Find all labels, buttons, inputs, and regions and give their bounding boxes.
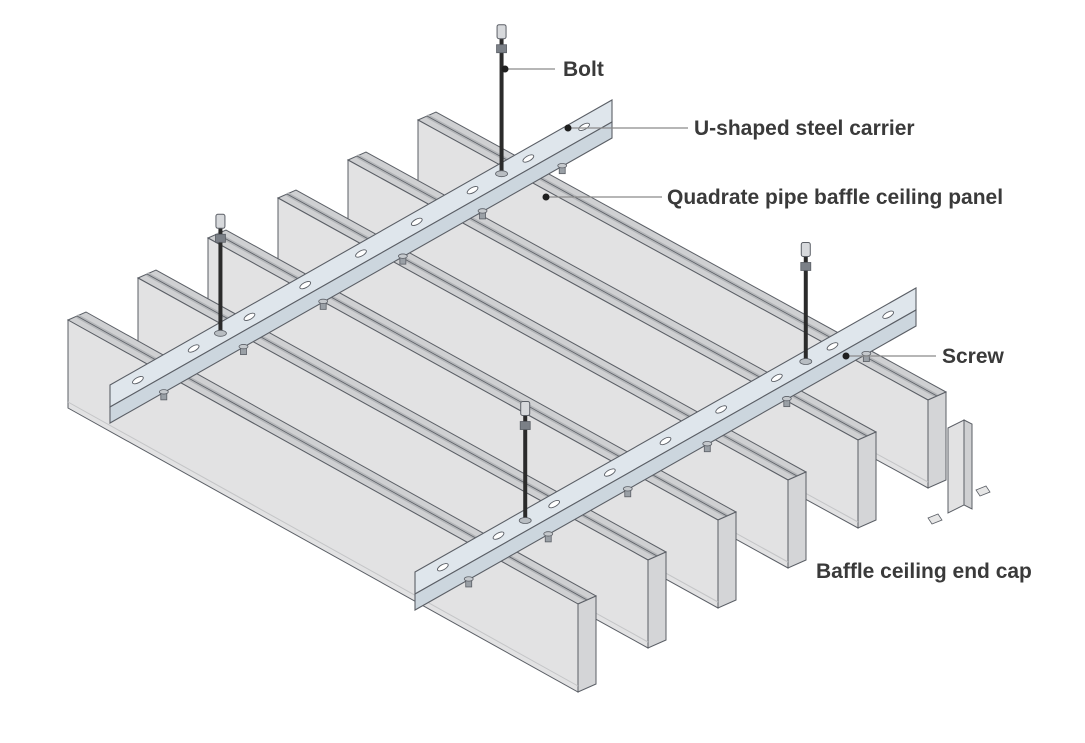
carrier-slot (436, 563, 449, 572)
panel-end-face (787, 471, 807, 569)
u-steel-carrier (414, 287, 917, 611)
carrier-slot (187, 344, 200, 353)
screw-head (477, 208, 488, 214)
bolt-washer (518, 517, 532, 524)
panel-lip-line (67, 401, 579, 687)
screw-head (158, 389, 169, 395)
carrier-label: U-shaped steel carrier (694, 117, 915, 140)
bolt-washer (495, 170, 508, 178)
screw-head (238, 344, 249, 350)
u-steel-carrier (109, 99, 613, 424)
carrier-slot (522, 154, 535, 163)
carrier-slot (243, 312, 256, 321)
bolt-head (215, 213, 226, 229)
end-cap-side (963, 419, 973, 510)
carrier-slot (410, 217, 423, 226)
screw (861, 350, 872, 362)
screw-head (781, 396, 792, 402)
panel-end-face (927, 391, 947, 489)
carrier-slot (132, 376, 144, 385)
suspension-bolt (214, 213, 227, 337)
panel-end-face (717, 511, 737, 609)
carrier-slot (826, 342, 839, 351)
suspension-bolt (495, 24, 508, 178)
bolt-nut (215, 233, 226, 243)
bolt-nut (519, 421, 531, 430)
end-cap-face (947, 419, 965, 514)
bolts-and-screws (158, 24, 872, 588)
screw (477, 208, 488, 220)
carrier-flange (414, 309, 917, 611)
panel-end-face (857, 431, 877, 529)
screw (463, 576, 474, 588)
screw (543, 531, 554, 543)
carrier-slot (355, 249, 367, 258)
bolt-nut (800, 262, 812, 271)
end-cap-tab (975, 485, 991, 497)
carrier-callout: U-shaped steel carrier (564, 117, 915, 140)
screw-head (397, 253, 408, 259)
screw (318, 298, 329, 310)
panel-end-face (577, 595, 597, 693)
carrier-slot (770, 373, 783, 383)
suspension-bolt (518, 401, 532, 524)
panel-callout: Quadrate pipe baffle ceiling panel (542, 186, 1003, 209)
bolt-head (496, 24, 507, 40)
carrier-slot (578, 122, 590, 131)
bolt-washer (799, 358, 813, 365)
carrier-slot (659, 436, 672, 446)
bolt-label: Bolt (563, 58, 604, 81)
u-shaped-steel-carriers (109, 99, 917, 611)
bolt-head (800, 241, 811, 257)
carrier-slot (299, 281, 312, 290)
screw-head (557, 163, 568, 169)
bolt-callout: Bolt (501, 58, 604, 81)
screw-head (622, 486, 633, 492)
end-cap-label: Baffle ceiling end cap (816, 560, 1032, 583)
carrier-slot (882, 310, 895, 319)
screw (238, 344, 249, 356)
screw-head (318, 298, 329, 304)
carrier-slot (603, 468, 616, 477)
suspension-bolt (799, 241, 813, 365)
screw (158, 389, 169, 401)
bolt-washer (214, 329, 227, 337)
screw (781, 396, 792, 408)
screw (702, 441, 713, 453)
carrier-slot (492, 531, 505, 540)
panel-label: Quadrate pipe baffle ceiling panel (667, 186, 1003, 209)
carrier-slot (548, 499, 561, 509)
carrier-slot (466, 186, 479, 195)
screw (397, 253, 408, 265)
carrier-slot (715, 405, 728, 414)
bolt-head (520, 401, 531, 417)
screw-head (463, 576, 474, 582)
screw-callout: Screw (842, 345, 1005, 368)
screw (622, 486, 633, 498)
carrier-flange (109, 121, 613, 424)
bolt-nut (496, 44, 507, 54)
end-cap-tab (927, 513, 943, 525)
screw-head (702, 441, 713, 447)
screw-head (543, 531, 554, 537)
screw-label: Screw (942, 345, 1005, 368)
panel-end-face (647, 551, 667, 649)
screw (557, 163, 568, 175)
screw-head (861, 350, 872, 357)
baffle-ceiling-end-cap (927, 419, 991, 525)
